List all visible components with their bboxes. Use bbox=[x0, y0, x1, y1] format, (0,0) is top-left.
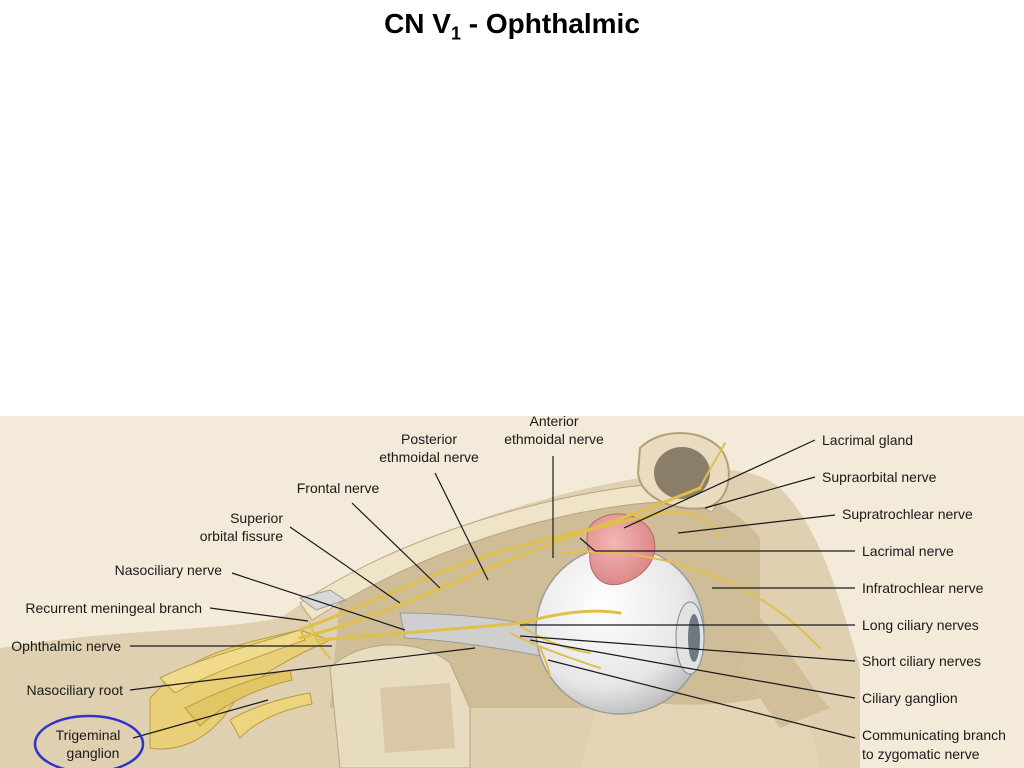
label-ciliary-ganglion: Ciliary ganglion bbox=[862, 690, 958, 706]
label-supratrochlear-nerve: Supratrochlear nerve bbox=[842, 506, 973, 522]
leader-lines bbox=[129, 439, 856, 739]
lower-bone bbox=[329, 618, 830, 768]
label-posterior-ethmoidal-line2: ethmoidal nerve bbox=[379, 449, 479, 465]
label-lacrimal-gland: Lacrimal gland bbox=[822, 432, 913, 448]
title-main: CN V bbox=[384, 8, 451, 39]
label-long-ciliary-nerves: Long ciliary nerves bbox=[862, 617, 979, 633]
optic-canal-stub bbox=[298, 589, 347, 611]
label-short-ciliary-nerves: Short ciliary nerves bbox=[862, 653, 981, 669]
label-nasociliary-root: Nasociliary root bbox=[27, 682, 124, 698]
label-supraorbital-nerve: Supraorbital nerve bbox=[822, 469, 937, 485]
slide-title: CN V1 - Ophthalmic bbox=[0, 8, 1024, 45]
title-rest: - Ophthalmic bbox=[461, 8, 640, 39]
label-trigeminal-line2: ganglion bbox=[67, 745, 120, 761]
label-posterior-ethmoidal-line1: Posterior bbox=[401, 431, 457, 447]
trigeminal-highlight-circle bbox=[33, 714, 145, 768]
label-anterior-ethmoidal-line1: Anterior bbox=[529, 413, 578, 429]
label-nasociliary-nerve: Nasociliary nerve bbox=[115, 562, 223, 578]
label-recurrent-meningeal: Recurrent meningeal branch bbox=[25, 600, 202, 616]
label-superior-orbital-line1: Superior bbox=[230, 510, 283, 526]
ophthalmic-nerve-branches bbox=[298, 442, 821, 677]
label-communicating-line1: Communicating branch bbox=[862, 727, 1006, 743]
figure-labels: Anterior ethmoidal nerve Posterior ethmo… bbox=[11, 413, 1006, 768]
label-trigeminal-line1: Trigeminal bbox=[56, 727, 121, 743]
orbit-anatomy-figure: Anterior ethmoidal nerve Posterior ethmo… bbox=[0, 413, 1024, 768]
label-ophthalmic-nerve: Ophthalmic nerve bbox=[11, 638, 121, 654]
label-frontal-nerve: Frontal nerve bbox=[297, 480, 380, 496]
label-infratrochlear-nerve: Infratrochlear nerve bbox=[862, 580, 984, 596]
title-subscript: 1 bbox=[450, 23, 461, 44]
label-anterior-ethmoidal-line2: ethmoidal nerve bbox=[504, 431, 604, 447]
label-lacrimal-nerve: Lacrimal nerve bbox=[862, 543, 954, 559]
label-superior-orbital-line2: orbital fissure bbox=[200, 528, 283, 544]
eyeball bbox=[535, 545, 705, 715]
label-communicating-line2: to zygomatic nerve bbox=[862, 746, 980, 762]
